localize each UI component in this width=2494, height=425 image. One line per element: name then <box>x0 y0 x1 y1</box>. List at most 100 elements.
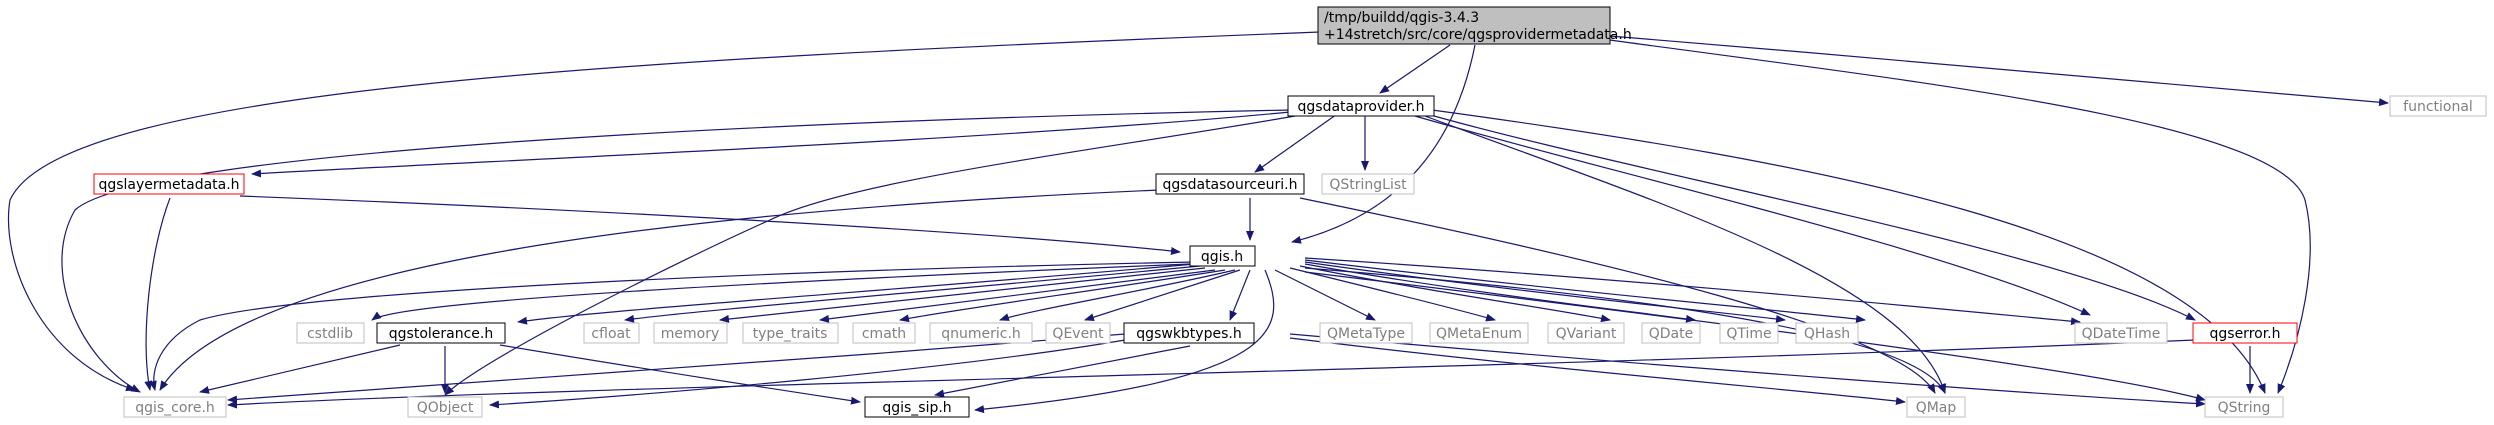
edge-qgis-qgis-sip <box>974 269 1275 414</box>
svg-text:qgsdataprovider.h: qgsdataprovider.h <box>1298 99 1425 115</box>
edge-qgsdatasourceuri-qmap <box>1299 197 1936 394</box>
node-qgswkbtypes[interactable]: qgswkbtypes.h <box>1123 322 1255 344</box>
edge-qgswkbtypes-qmap <box>1289 337 1906 405</box>
node-qvariant: QVariant <box>1547 322 1625 344</box>
svg-text:cmath: cmath <box>862 326 906 342</box>
edge-qgis-qgstolerance <box>517 263 1196 325</box>
edge-qgsdataprovider-qstring <box>1431 109 2266 394</box>
root-label-line1: /tmp/buildd/qgis-3.4.3 <box>1324 10 1479 26</box>
svg-text:QDateTime: QDateTime <box>2082 326 2161 342</box>
edge-root-qgis <box>1291 44 1476 244</box>
node-type-traits: type_traits <box>742 322 839 344</box>
svg-text:QMetaType: QMetaType <box>1327 326 1405 342</box>
edge-qgsdataprovider-qmap <box>1424 115 1947 394</box>
node-functional: functional <box>2389 95 2487 117</box>
node-cmath: cmath <box>852 322 916 344</box>
svg-text:qgserror.h: qgserror.h <box>2210 326 2281 342</box>
node-qgslayermetadata[interactable]: qgslayermetadata.h <box>93 173 245 195</box>
svg-text:qgslayermetadata.h: qgslayermetadata.h <box>98 177 239 193</box>
svg-text:QVariant: QVariant <box>1556 326 1617 342</box>
edge-qgswkbtypes-qgis-core <box>227 333 1126 404</box>
svg-text:qgis.h: qgis.h <box>1201 249 1243 265</box>
edge-qgsdataprovider-qgsdatasourceuri <box>1254 111 1341 173</box>
svg-text:QMetaEnum: QMetaEnum <box>1436 326 1522 342</box>
edges <box>7 31 2389 414</box>
edge-qgis-qstring <box>1304 271 2206 402</box>
edge-qgis-qgis-core <box>148 261 1196 391</box>
edge-qgsdataprovider-qgserror <box>1419 111 2196 321</box>
node-qgis-core: qgis_core.h <box>123 396 227 418</box>
node-qobject: QObject <box>407 396 483 418</box>
node-qgsdataprovider[interactable]: qgsdataprovider.h <box>1287 95 1435 117</box>
edge-qgis-cfloat <box>624 265 1201 323</box>
edge-qgswkbtypes-qgis-sip <box>934 345 1191 398</box>
edge-qgslayermetadata-qgis-core <box>144 197 171 391</box>
edge-qgis-qevent <box>1084 269 1241 322</box>
svg-text:QObject: QObject <box>417 400 474 416</box>
svg-text:qgis_core.h: qgis_core.h <box>135 400 215 416</box>
edge-qgis-qvariant <box>1299 265 1611 323</box>
edge-root-functional <box>1609 35 2389 107</box>
edge-qgstolerance-qgis-core <box>199 344 401 394</box>
node-qdate: QDate <box>1641 322 1701 344</box>
node-memory: memory <box>653 322 728 344</box>
edge-qgsdatasourceuri-qgis-core <box>159 189 1161 391</box>
edge-root-qgsdataprovider <box>1379 44 1451 94</box>
node-cfloat: cfloat <box>583 322 640 344</box>
node-qstringlist: QStringList <box>1321 173 1415 195</box>
edge-qgis-qmetatype <box>1274 269 1376 321</box>
edge-qgserror-qgis-core <box>227 339 2196 409</box>
svg-text:cfloat: cfloat <box>591 326 631 342</box>
node-qmap: QMap <box>1906 396 1966 418</box>
svg-text:qgis_sip.h: qgis_sip.h <box>882 400 951 416</box>
edge-qgis-memory <box>719 267 1206 323</box>
svg-text:QEvent: QEvent <box>1052 326 1104 342</box>
node-qgserror[interactable]: qgserror.h <box>2192 322 2298 344</box>
edge-qgsdataprovider-qgslayermetadata <box>251 111 1291 178</box>
node-qgstolerance[interactable]: qgstolerance.h <box>376 322 506 344</box>
svg-text:qgsdatasourceuri.h: qgsdatasourceuri.h <box>1163 177 1298 193</box>
node-qtime: QTime <box>1719 322 1779 344</box>
edge-qgis-qhash <box>1304 259 1866 323</box>
node-qevent: QEvent <box>1045 322 1111 344</box>
node-cstdlib: cstdlib <box>296 322 365 344</box>
edge-qgis-qmetaenum <box>1289 267 1496 322</box>
edge-qgstolerance-qgis-sip <box>499 344 861 405</box>
edge-qgslayermetadata-qgis <box>239 195 1181 255</box>
node-root-qgsprovidermetadata[interactable]: /tmp/buildd/qgis-3.4.3 +14stretch/src/co… <box>1317 6 1632 45</box>
edge-qgsdataprovider-qgis-core <box>61 109 1291 393</box>
svg-text:QStringList: QStringList <box>1329 177 1407 193</box>
edge-qgis-cstdlib <box>371 263 1191 321</box>
svg-text:QMap: QMap <box>1916 400 1957 416</box>
edge-qgis-qtime <box>1304 261 1786 323</box>
node-qstring: QString <box>2204 396 2284 418</box>
node-qgis-sip[interactable]: qgis_sip.h <box>864 396 970 418</box>
edge-qgswkbtypes-qobject <box>489 339 1126 409</box>
node-qgis[interactable]: qgis.h <box>1189 245 1256 267</box>
edge-qgswkbtypes-qstring <box>1289 333 2206 408</box>
node-qdatetime: QDateTime <box>2074 322 2168 344</box>
edge-qgis-qgswkbtypes <box>1229 269 1251 321</box>
svg-text:QDate: QDate <box>1649 326 1693 342</box>
edge-qgsdataprovider-qdatetime <box>1414 115 2091 316</box>
root-label-line2: +14stretch/src/core/qgsprovidermetadata.… <box>1324 27 1632 43</box>
edge-qgis-type-traits <box>819 269 1216 323</box>
svg-text:memory: memory <box>661 326 720 342</box>
edge-qgis-qdatetime <box>1304 257 2081 326</box>
edge-root-qstring <box>1609 39 2311 394</box>
edge-qgis-qnumeric <box>999 269 1236 321</box>
edge-qgis-cmath <box>899 269 1226 323</box>
svg-text:QString: QString <box>2218 400 2271 416</box>
svg-text:functional: functional <box>2403 99 2473 115</box>
node-qhash: QHash <box>1795 322 1859 344</box>
node-qmetatype: QMetaType <box>1319 322 1413 344</box>
node-qnumeric: qnumeric.h <box>929 322 1033 344</box>
edge-root-qgis-core <box>7 31 1321 392</box>
svg-text:type_traits: type_traits <box>753 326 828 342</box>
svg-text:qnumeric.h: qnumeric.h <box>941 326 1021 342</box>
svg-text:qgstolerance.h: qgstolerance.h <box>389 326 493 342</box>
svg-text:cstdlib: cstdlib <box>307 326 353 342</box>
node-qgsdatasourceuri[interactable]: qgsdatasourceuri.h <box>1155 173 1305 195</box>
svg-text:QHash: QHash <box>1804 326 1850 342</box>
